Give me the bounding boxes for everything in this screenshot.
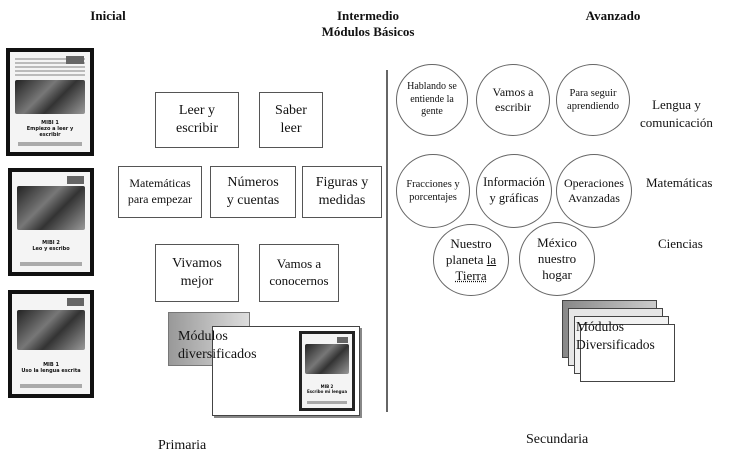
header-avanzado: Avanzado (585, 8, 641, 23)
primaria-secundaria-divider (386, 70, 388, 412)
footer-primaria: Primaria (158, 438, 207, 453)
header-intermedio: Intermedio (336, 8, 400, 23)
stacked-card-4 (580, 324, 675, 382)
category-matematicas: Matemáticas (646, 175, 713, 190)
footer-secundaria: Secundaria (526, 432, 589, 447)
header-inicial: Inicial (90, 8, 126, 23)
category-ciencias: Ciencias (658, 236, 703, 251)
header-modulos-basicos: Módulos Básicos (321, 24, 415, 39)
